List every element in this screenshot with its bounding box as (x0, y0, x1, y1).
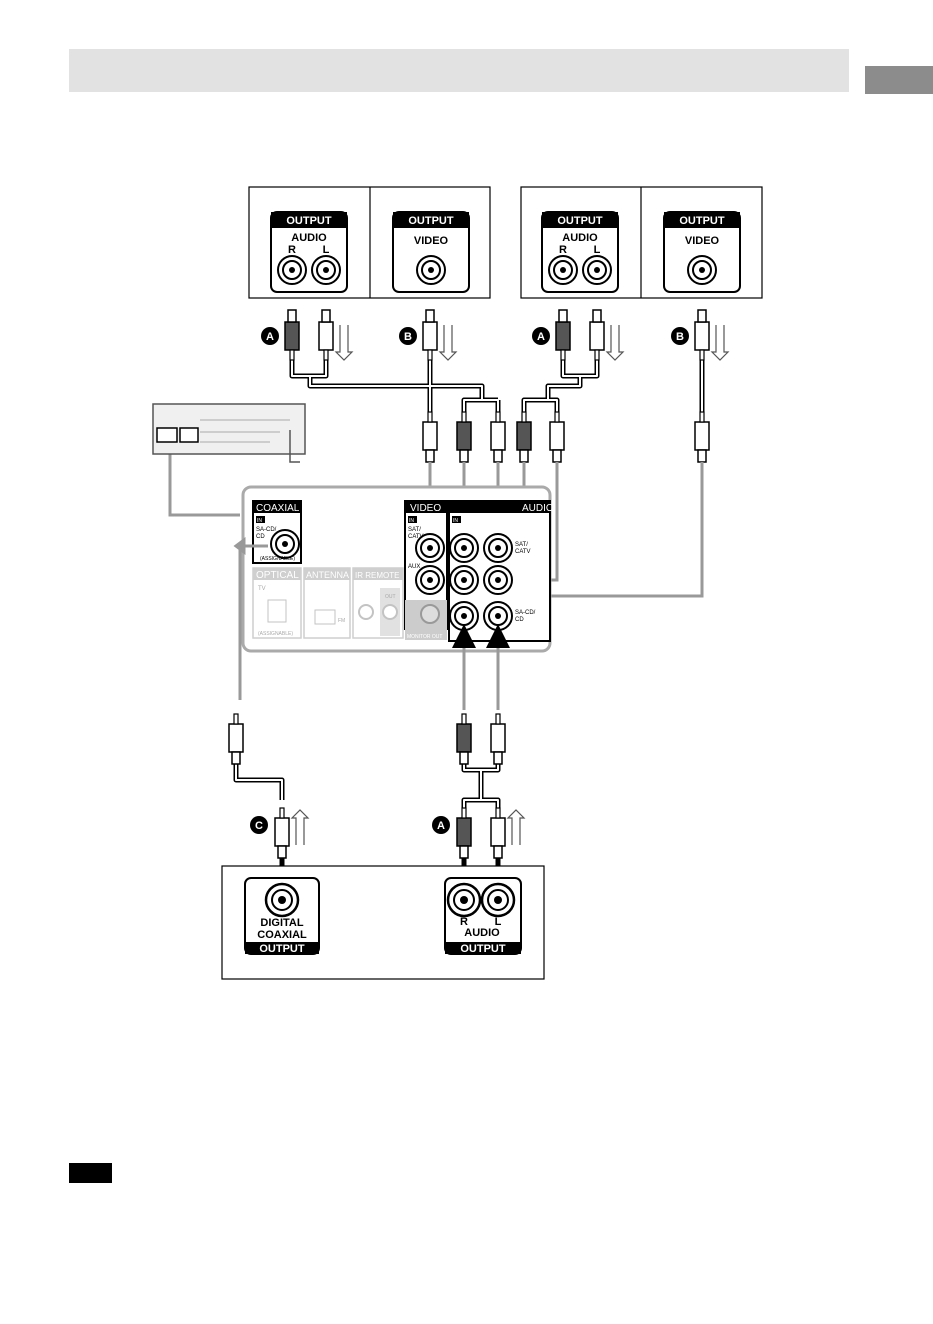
audio-label: AUDIO (562, 232, 598, 244)
plug-a-white (319, 310, 333, 360)
svg-text:IN: IN (257, 518, 262, 524)
audio-sat-r-jack (450, 534, 478, 562)
plug-c-device (275, 808, 289, 858)
digital-label: DIGITAL (260, 917, 303, 929)
video-label: VIDEO (685, 235, 720, 247)
plug-a-white (590, 310, 604, 360)
svg-text:IN: IN (409, 518, 414, 524)
plug-a-device-l (491, 808, 505, 858)
coaxial-out-label: COAXIAL (257, 929, 307, 941)
svg-text:IN: IN (453, 518, 458, 524)
output-label: OUTPUT (557, 215, 603, 227)
video-label: VIDEO (414, 235, 449, 247)
receiver-rear-panel: COAXIAL IN SA-CD/ CD (ASSIGNABLE) OPTICA… (243, 487, 554, 651)
output-label: OUTPUT (259, 943, 305, 955)
plug-b-video (695, 310, 709, 360)
upper-cables-inner (292, 350, 702, 414)
svg-text:A: A (266, 331, 274, 343)
audio-r-jack (549, 256, 577, 284)
lower-cables (236, 760, 498, 866)
svg-text:CD: CD (515, 617, 524, 623)
audio-aux-l-jack (484, 566, 512, 594)
plug-b-video (423, 310, 437, 360)
output-label: OUTPUT (460, 943, 506, 955)
svg-text:TV: TV (258, 586, 266, 592)
plug-c-receiver (229, 714, 243, 764)
plug-audio-r-receiver (517, 412, 531, 462)
coaxial-label: COAXIAL (256, 503, 300, 514)
audio-label: AUDIO (464, 927, 500, 939)
audio-out-l-jack (482, 884, 514, 916)
device-2-panel: OUTPUT AUDIO R L OUTPUT VIDEO (521, 187, 762, 298)
audio-aux-r-jack (450, 566, 478, 594)
l-label: L (594, 244, 601, 256)
svg-text:A: A (537, 331, 545, 343)
badge-a: A (261, 327, 279, 345)
video-aux-jack (416, 566, 444, 594)
plug-audio-l-receiver (550, 412, 564, 462)
badge-c: C (250, 816, 268, 834)
aux-label: AUX (408, 564, 420, 570)
plug-audio-r-receiver (457, 412, 471, 462)
audio-l-jack (312, 256, 340, 284)
r-label: R (288, 244, 296, 256)
svg-text:(ASSIGNABLE): (ASSIGNABLE) (258, 631, 293, 637)
output-label: OUTPUT (679, 215, 725, 227)
svg-text:FM: FM (338, 618, 345, 624)
svg-text:MONITOR OUT: MONITOR OUT (407, 634, 442, 640)
l-label: L (323, 244, 330, 256)
video-panel-label: VIDEO (410, 503, 441, 514)
output-label: OUTPUT (286, 215, 332, 227)
flow-arrows-bottom (292, 810, 524, 845)
video-sat-jack (416, 534, 444, 562)
audio-out-r-jack (448, 884, 480, 916)
svg-text:SAT/: SAT/ (515, 542, 528, 548)
device-1-panel: OUTPUT AUDIO R L OUTPUT VIDEO (249, 187, 490, 298)
badge-b: B (671, 327, 689, 345)
audio-sacd-l-jack (484, 602, 512, 630)
audio-r-jack (278, 256, 306, 284)
audio-sat-l-jack (484, 534, 512, 562)
receiver-thumbnail (153, 404, 305, 462)
svg-text:B: B (404, 331, 412, 343)
svg-text:A: A (437, 820, 445, 832)
svg-text:CATV: CATV (515, 549, 531, 555)
svg-text:OUT: OUT (385, 594, 396, 600)
audio-l-jack (583, 256, 611, 284)
svg-text:B: B (676, 331, 684, 343)
svg-text:SAT/: SAT/ (408, 527, 421, 533)
coaxial-jack (271, 530, 299, 558)
svg-text:SA-CD/: SA-CD/ (515, 610, 536, 616)
source-device-panel: DIGITAL COAXIAL OUTPUT R L AUDIO OUTPUT (222, 866, 544, 979)
sacd-label: SA-CD/ (256, 527, 277, 533)
digital-coaxial-jack (266, 884, 298, 916)
antenna-label: ANTENNA (306, 570, 349, 580)
plug-a-red (285, 310, 299, 360)
video-jack (417, 256, 445, 284)
badge-b: B (399, 327, 417, 345)
svg-text:CD: CD (256, 534, 265, 540)
plug-a-red (556, 310, 570, 360)
lower-cables-inner (236, 760, 498, 810)
plug-a-receiver-l (491, 714, 505, 764)
r-label: R (559, 244, 567, 256)
audio-sacd-r-jack (450, 602, 478, 630)
plug-a-receiver-r (457, 714, 471, 764)
svg-text:C: C (255, 820, 263, 832)
plug-audio-l-receiver (491, 412, 505, 462)
badge-a: A (432, 816, 450, 834)
audio-label: AUDIO (291, 232, 327, 244)
ir-remote-label: IR REMOTE (355, 571, 399, 580)
audio-panel-label: AUDIO (522, 503, 554, 514)
flow-arrows-top (336, 325, 728, 360)
plug-video-receiver (695, 412, 709, 462)
plug-a-device-r (457, 808, 471, 858)
optical-label: OPTICAL (256, 570, 299, 581)
badge-a: A (532, 327, 550, 345)
output-label: OUTPUT (408, 215, 454, 227)
plug-video-receiver (423, 412, 437, 462)
svg-text:(ASSIGNABLE): (ASSIGNABLE) (260, 556, 295, 562)
video-jack (688, 256, 716, 284)
